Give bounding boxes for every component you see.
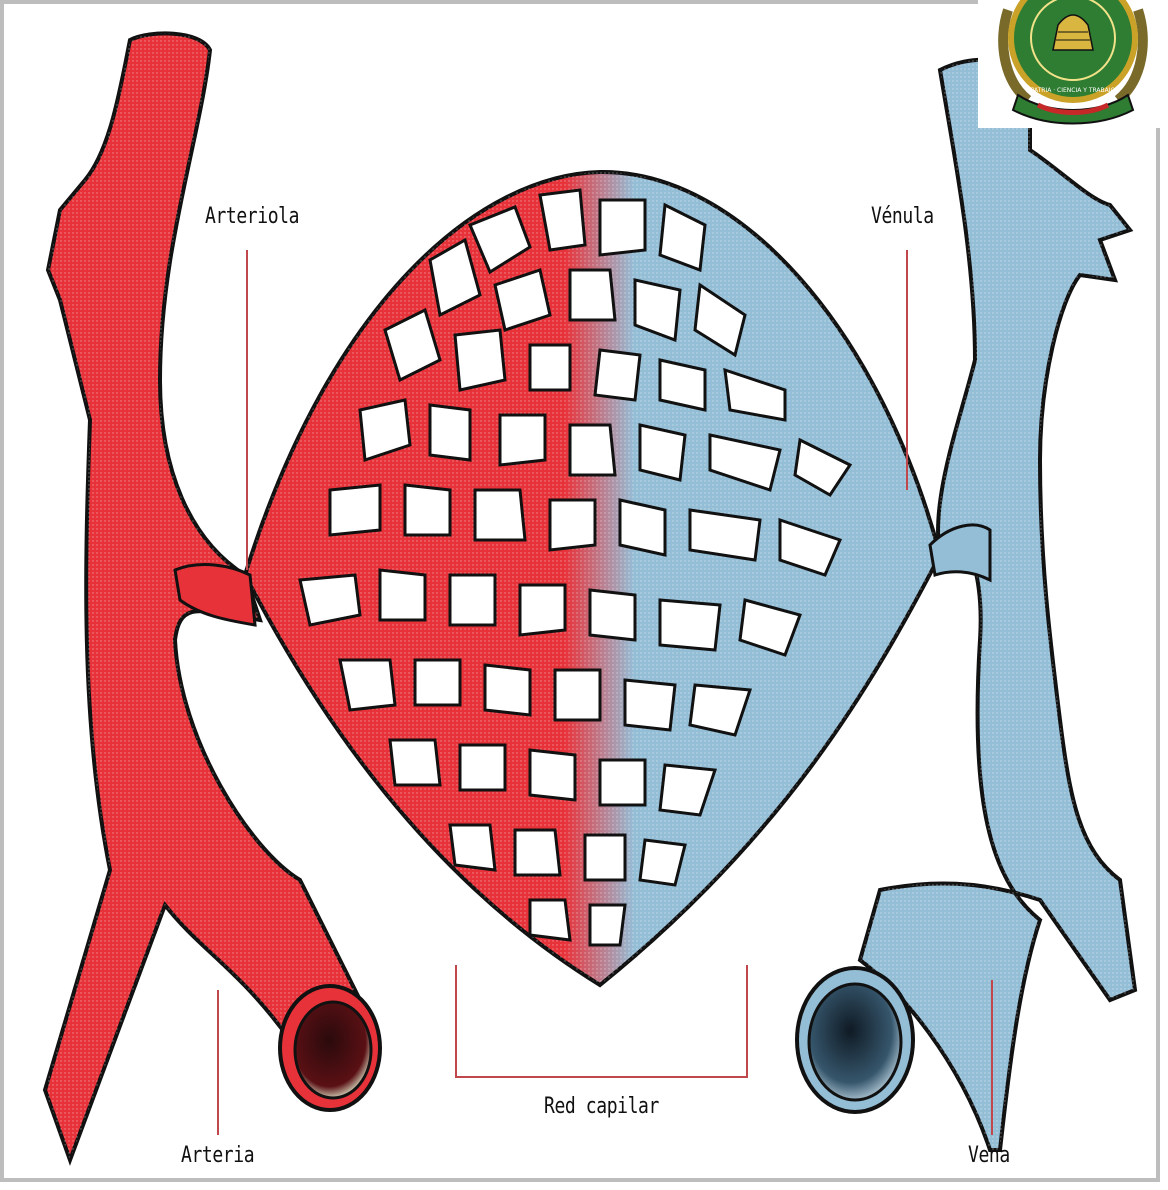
seal-motto: PATRIA · CIENCIA Y TRABAJO <box>1031 87 1116 94</box>
label-red-capilar: Red capilar <box>544 1094 659 1119</box>
label-venula: Vénula <box>871 204 934 229</box>
label-vena: Vena <box>968 1143 1010 1168</box>
emblem-seal: PATRIA · CIENCIA Y TRABAJO <box>978 0 1168 128</box>
label-arteriola: Arteriola <box>205 204 299 229</box>
label-arteria: Arteria <box>181 1143 254 1168</box>
capillary-network <box>245 172 940 985</box>
